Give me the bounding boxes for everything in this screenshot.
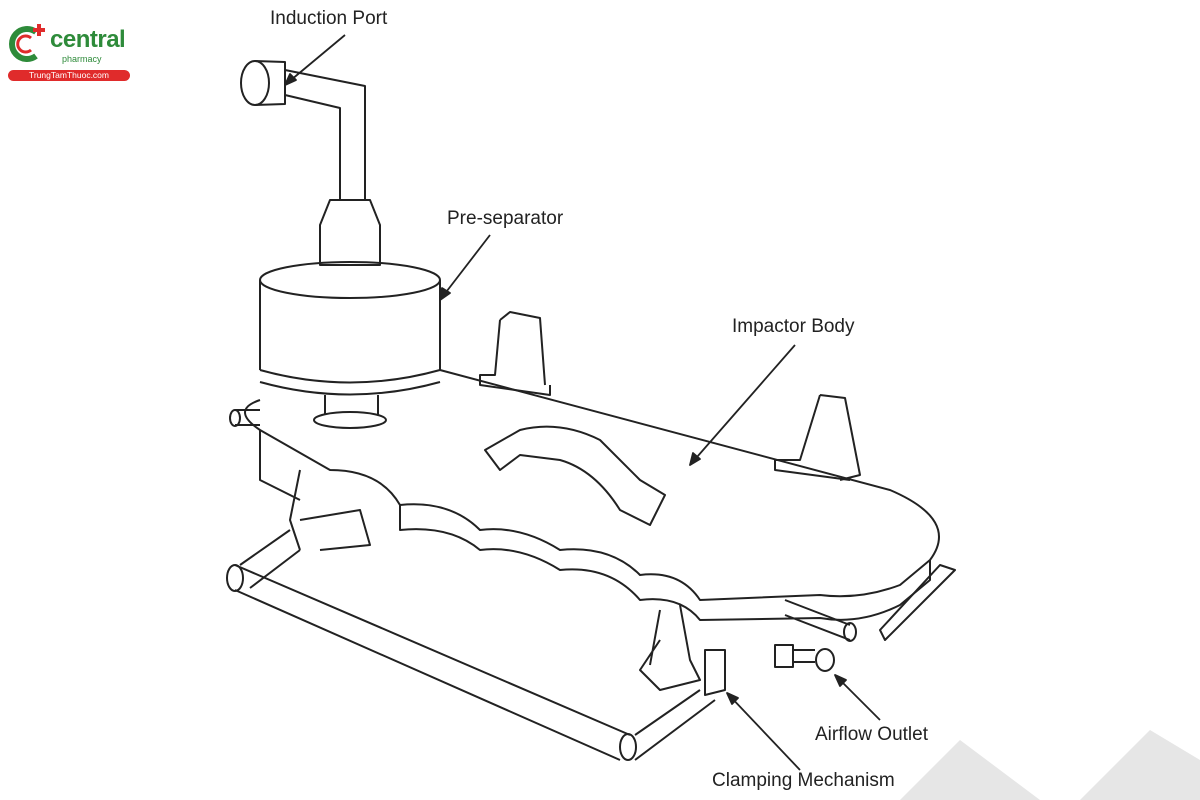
logo-sub: pharmacy (62, 54, 102, 64)
watermark (900, 730, 1200, 800)
label-clamping-mechanism: Clamping Mechanism (712, 770, 895, 791)
pre-separator-drawing (259, 261, 441, 429)
clamping-frame-drawing (226, 529, 716, 761)
impactor-body-drawing (229, 311, 956, 696)
label-airflow-outlet: Airflow Outlet (815, 724, 928, 745)
logo-brand: central (50, 26, 126, 53)
label-pre-separator: Pre-separator (447, 208, 564, 229)
induction-port-drawing (240, 60, 381, 266)
label-induction-port: Induction Port (270, 8, 388, 29)
central-pharmacy-logo: central pharmacy TrungTamThuoc.com (6, 22, 131, 84)
label-impactor-body: Impactor Body (732, 316, 855, 337)
label-arrows (284, 34, 881, 771)
logo-site: TrungTamThuoc.com (8, 70, 130, 81)
logo-c-cross-icon (9, 24, 45, 62)
